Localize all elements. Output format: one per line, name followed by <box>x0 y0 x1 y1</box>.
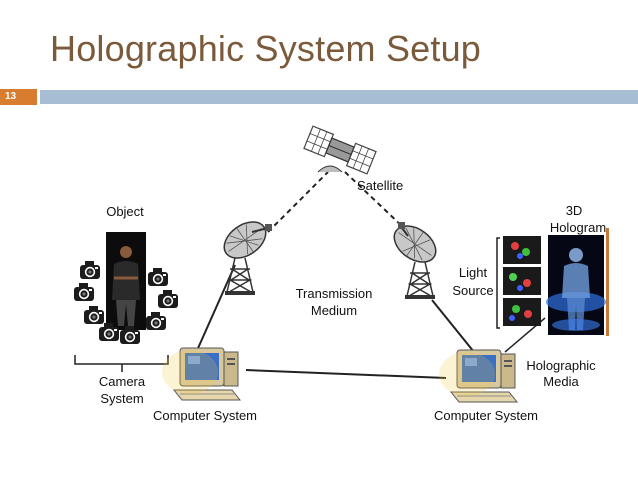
left-dish-antenna-icon <box>216 213 274 296</box>
light-source-panels <box>503 236 541 326</box>
hologram-label-line1: 3D <box>566 203 583 218</box>
link-left-tower-computer <box>194 264 236 356</box>
holographic-media-label-line2: Media <box>543 374 579 389</box>
hologram-label-line2: Hologram <box>550 220 606 235</box>
holographic-media-label-line1: Holographic <box>526 358 596 373</box>
camera-system-label-line1: Camera <box>99 374 146 389</box>
uplink-right-dashed <box>344 171 404 228</box>
light-source-label-line2: Source <box>452 283 493 298</box>
object-person-image <box>106 232 146 330</box>
transmission-label-line2: Medium <box>311 303 357 318</box>
transmission-label-line1: Transmission <box>296 286 373 301</box>
satellite-icon <box>303 125 377 175</box>
slide-number: 13 <box>0 89 37 105</box>
hologram-display-image <box>546 235 606 335</box>
uplink-left-dashed <box>267 171 329 233</box>
left-computer-icon <box>161 347 241 401</box>
holographic-media-panel <box>606 228 609 336</box>
light-source-label-line1: Light <box>459 265 488 280</box>
object-label: Object <box>106 204 144 219</box>
right-dish-antenna-icon <box>386 217 444 300</box>
camera-system-label-line2: System <box>100 391 143 406</box>
light-source-bracket <box>496 237 500 329</box>
right-computer-label: Computer System <box>434 408 538 423</box>
left-computer-label: Computer System <box>153 408 257 423</box>
slide-title: Holographic System Setup <box>50 28 482 69</box>
title-divider-bar <box>40 90 638 104</box>
link-right-tower-computer <box>431 299 475 353</box>
link-computers <box>245 369 447 379</box>
right-computer-icon <box>438 349 518 403</box>
camera-system-brace <box>74 355 169 372</box>
satellite-label: Satellite <box>357 178 403 193</box>
